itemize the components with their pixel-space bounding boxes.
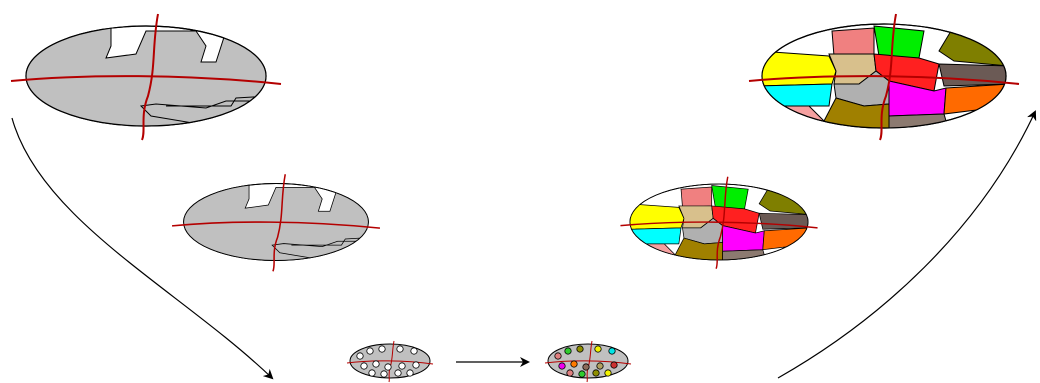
colored-node bbox=[564, 347, 572, 355]
colored-node bbox=[566, 369, 574, 377]
colored-node bbox=[592, 369, 600, 377]
empty-node bbox=[410, 347, 418, 355]
empty-node bbox=[366, 347, 374, 355]
empty-node bbox=[406, 369, 414, 377]
arrow-up-right bbox=[777, 110, 1037, 379]
empty-node bbox=[412, 361, 420, 369]
medium-grey-map bbox=[172, 174, 380, 271]
colored-node bbox=[604, 369, 612, 377]
medium-colored-map bbox=[620, 177, 817, 269]
empty-node bbox=[396, 345, 404, 353]
colored-node bbox=[608, 347, 616, 355]
empty-node bbox=[372, 360, 380, 368]
colored-node bbox=[576, 345, 584, 353]
empty-node bbox=[378, 345, 386, 353]
empty-node bbox=[356, 352, 364, 360]
empty-node bbox=[360, 362, 368, 370]
colored-node bbox=[570, 360, 578, 368]
empty-node bbox=[380, 370, 388, 378]
empty-node bbox=[398, 362, 406, 370]
colored-node bbox=[558, 362, 566, 370]
colored-node bbox=[578, 370, 586, 378]
colored-node bbox=[554, 352, 562, 360]
empty-node bbox=[394, 369, 402, 377]
empty-node bbox=[368, 369, 376, 377]
large-colored-map bbox=[749, 14, 1019, 140]
colored-node bbox=[596, 362, 604, 370]
arrow-down-left bbox=[11, 117, 274, 380]
colored-node bbox=[610, 361, 618, 369]
small-colored-map bbox=[544, 340, 632, 383]
colored-node bbox=[594, 345, 602, 353]
small-grey-map bbox=[346, 340, 434, 383]
colored-node bbox=[582, 363, 590, 371]
empty-node bbox=[384, 363, 392, 371]
large-grey-map bbox=[11, 14, 281, 140]
